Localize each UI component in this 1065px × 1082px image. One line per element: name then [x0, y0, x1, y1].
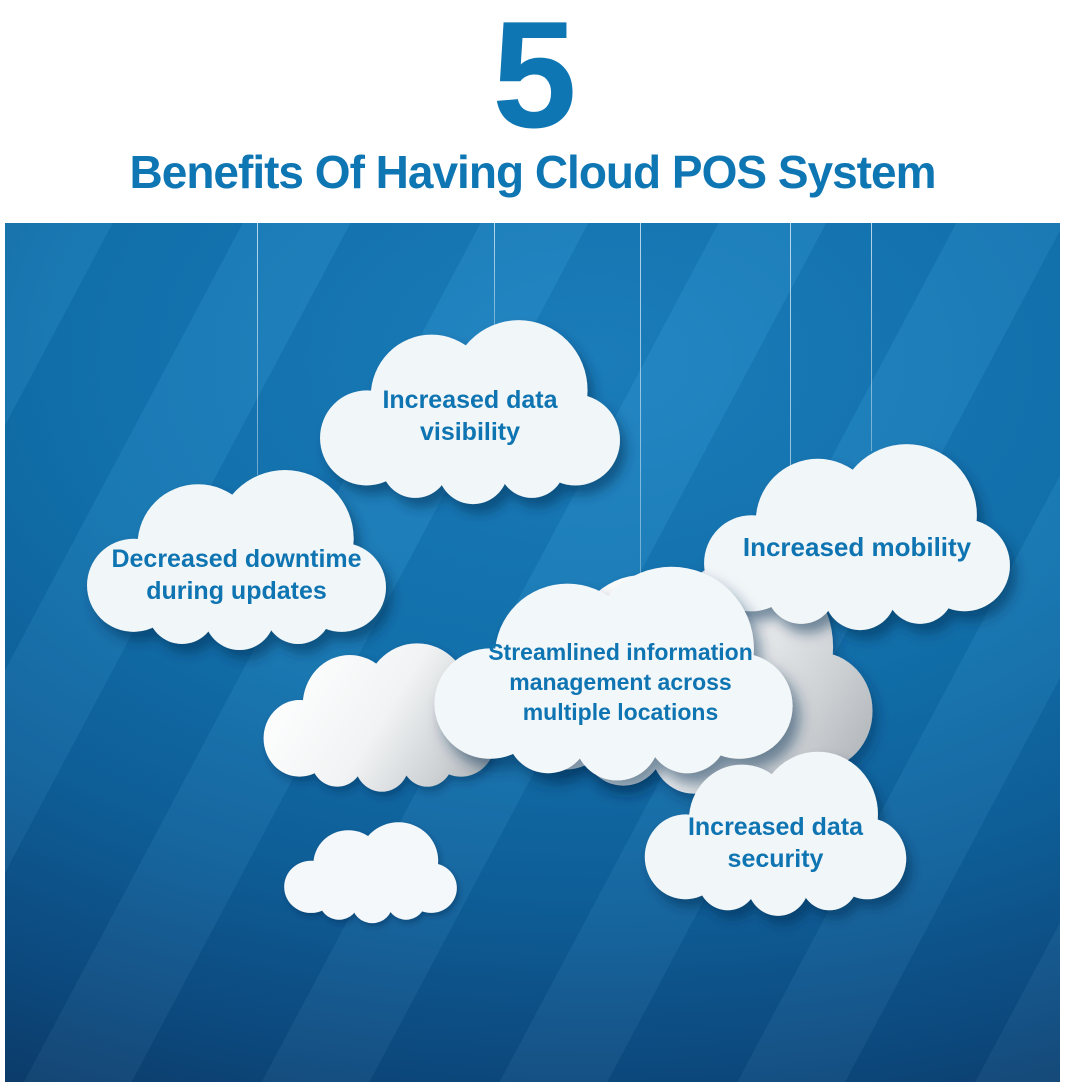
hanging-string-5	[871, 223, 872, 451]
cloud-data-security: Increased data security	[643, 748, 908, 916]
hanging-string-2	[494, 223, 495, 328]
benefit-label-decreased-downtime: Decreased downtime during updates	[111, 544, 362, 606]
header: 5 Benefits Of Having Cloud POS System	[0, 0, 1065, 223]
cloud-mobility: Increased mobility	[702, 440, 1012, 631]
page-title: Benefits Of Having Cloud POS System	[129, 145, 937, 198]
benefit-label-data-visibility: Increased data visibility	[382, 385, 558, 447]
benefit-count-number: 5	[492, 0, 577, 160]
decorative-cloud-small-icon	[283, 820, 458, 924]
sky-panel: Increased data visibility Increased mobi…	[5, 223, 1060, 1082]
cloud-streamlined-information: Streamlined information management acros…	[432, 562, 795, 781]
cloud-decreased-downtime: Decreased downtime during updates	[85, 466, 388, 651]
hanging-string-3	[640, 223, 641, 573]
benefit-label-mobility: Increased mobility	[742, 532, 972, 563]
hanging-string-1	[257, 223, 258, 475]
benefit-label-streamlined-information: Streamlined information management acros…	[488, 639, 753, 725]
cloud-data-visibility: Increased data visibility	[318, 316, 622, 505]
benefit-label-data-security: Increased data security	[687, 812, 864, 874]
